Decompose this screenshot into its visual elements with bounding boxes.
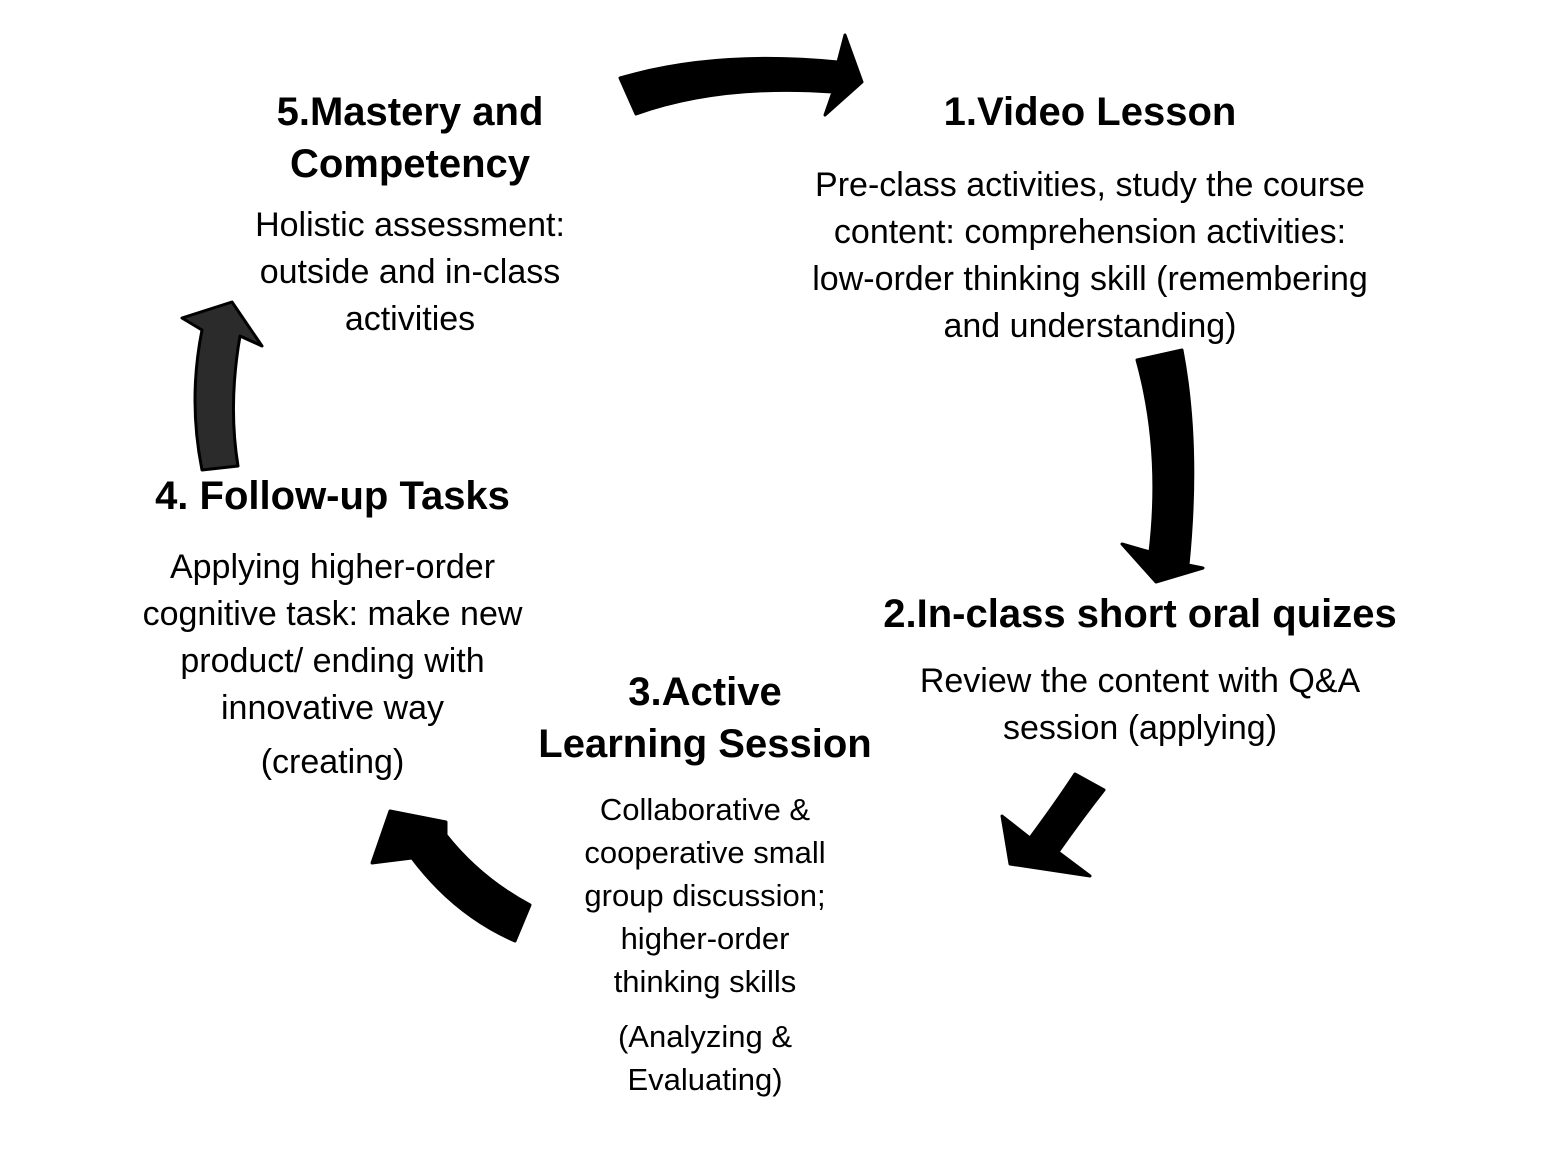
step-note: (creating) xyxy=(260,743,405,781)
arrow-in-class-quizzes-to-active-learning xyxy=(1000,772,1106,878)
step-description: Applying higher-order cognitive task: ma… xyxy=(142,548,523,727)
arrow-follow-up-tasks-to-mastery xyxy=(180,300,264,472)
arrow-video-lesson-to-in-class-quizzes xyxy=(1120,348,1205,584)
step-follow-up-tasks: 4. Follow-up Tasks Applying higher-order… xyxy=(95,470,570,785)
step-description: Holistic assessment: outside and in-clas… xyxy=(255,206,565,338)
arrow-active-learning-to-follow-up-tasks xyxy=(370,809,532,943)
step-active-learning: 3.Active Learning Session Collaborative … xyxy=(530,666,880,1101)
step-title: 5.Mastery and Competency xyxy=(276,90,544,186)
step-note: (Analyzing & Evaluating) xyxy=(617,1019,793,1097)
step-video-lesson: 1.Video Lesson Pre-class activities, stu… xyxy=(745,86,1435,350)
step-title: 3.Active Learning Session xyxy=(538,670,872,766)
step-description: Pre-class activities, study the course c… xyxy=(812,166,1368,345)
step-title: 2.In-class short oral quizes xyxy=(883,592,1397,636)
step-description: Collaborative & cooperative small group … xyxy=(584,792,826,999)
arrow-mastery-to-video-lesson xyxy=(618,33,864,117)
step-in-class-quizzes: 2.In-class short oral quizes Review the … xyxy=(860,588,1420,752)
step-mastery: 5.Mastery and Competency Holistic assess… xyxy=(215,86,605,343)
step-title: 4. Follow-up Tasks xyxy=(155,474,510,518)
step-title: 1.Video Lesson xyxy=(943,90,1237,134)
step-description: Review the content with Q&A session (app… xyxy=(919,662,1361,747)
